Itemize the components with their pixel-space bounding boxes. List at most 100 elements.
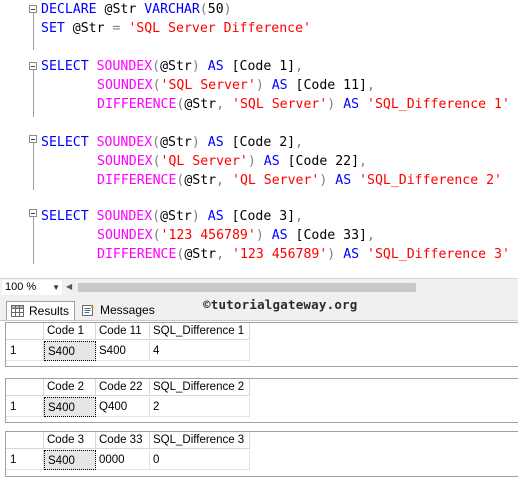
keyword: AS [263, 78, 296, 93]
function: SOUNDEX [97, 154, 153, 169]
code-line-declare[interactable]: DECLARE @Str VARCHAR(50) [41, 0, 232, 19]
alias: [Code 22] [287, 154, 360, 169]
results-panel: Code 1 Code 11 SQL_Difference 1 1 S400 S… [0, 321, 518, 477]
code-line-select-2[interactable]: SELECT SOUNDEX(@Str) AS [Code 2], [41, 133, 303, 152]
tab-messages[interactable]: Messages [78, 301, 155, 320]
code-line-select-1[interactable]: SELECT SOUNDEX(@Str) AS [Code 1], [41, 57, 303, 76]
grid-corner[interactable] [6, 379, 44, 396]
keyword: SELECT [41, 209, 97, 224]
fold-line [33, 12, 34, 50]
grid-corner[interactable] [6, 432, 44, 449]
watermark: ©tutorialgateway.org [203, 297, 358, 312]
alias: 'SQL_Difference 1' [367, 97, 510, 112]
variable: @Str [96, 2, 145, 17]
scroll-left-icon[interactable]: ◀ [66, 282, 73, 291]
paren: ( [176, 173, 185, 188]
string-literal: 'QL Server' [160, 154, 248, 169]
table-cell[interactable]: Q400 [96, 397, 150, 417]
keyword: VARCHAR [144, 2, 200, 17]
result-grid-2[interactable]: Code 2 Code 22 SQL_Difference 2 1 S400 Q… [5, 378, 518, 423]
comma: , [359, 154, 368, 169]
zoom-bar: 100 % ▼ ◀ [0, 278, 518, 296]
paren: ( [152, 59, 161, 74]
alias: [Code 33] [295, 228, 367, 243]
comma: , [295, 209, 304, 224]
variable: @Str [184, 247, 217, 262]
collapse-icon[interactable] [29, 62, 37, 70]
keyword: SET [41, 21, 65, 36]
tab-results-label: Results [29, 304, 70, 318]
message-icon [82, 304, 95, 316]
column-header[interactable]: Code 3 [44, 432, 96, 449]
row-number[interactable]: 1 [6, 341, 44, 361]
operator: = [112, 21, 121, 36]
column-header[interactable]: Code 33 [96, 432, 150, 449]
paren: ) [247, 154, 256, 169]
result-grid-1[interactable]: Code 1 Code 11 SQL_Difference 1 1 S400 S… [5, 322, 518, 367]
alias: [Code 3] [231, 209, 296, 224]
column-header[interactable]: SQL_Difference 2 [150, 379, 250, 396]
collapse-icon[interactable] [29, 135, 37, 143]
paren: ( [152, 209, 161, 224]
scrollbar-thumb[interactable] [78, 283, 416, 292]
column-header[interactable]: Code 22 [96, 379, 150, 396]
table-cell[interactable]: S400 [96, 341, 150, 361]
code-line-soundex-3[interactable]: SOUNDEX('123 456789') AS [Code 33], [97, 226, 375, 245]
variable: @Str [184, 97, 217, 112]
paren: ) [223, 2, 232, 17]
collapse-icon[interactable] [29, 5, 37, 13]
number: 50 [207, 2, 224, 17]
code-line-difference-2[interactable]: DIFFERENCE(@Str, 'QL Server') AS 'SQL_Di… [97, 171, 502, 190]
column-header[interactable]: Code 2 [44, 379, 96, 396]
grid-corner[interactable] [6, 323, 44, 340]
column-header[interactable]: Code 11 [96, 323, 150, 340]
zoom-select[interactable]: 100 % ▼ [2, 280, 62, 295]
table-cell[interactable]: 0 [150, 450, 250, 470]
comma: , [367, 78, 375, 93]
keyword: AS [335, 247, 368, 262]
keyword: AS [199, 209, 232, 224]
code-line-difference-3[interactable]: DIFFERENCE(@Str, '123 456789') AS 'SQL_D… [97, 245, 510, 264]
paren: ( [152, 78, 161, 93]
tab-messages-label: Messages [100, 303, 155, 317]
paren: ) [327, 97, 336, 112]
query-editor[interactable]: DECLARE @Str VARCHAR(50) SET @Str = 'SQL… [0, 0, 518, 278]
table-cell[interactable]: 4 [150, 341, 250, 361]
paren: ( [152, 154, 161, 169]
code-line-soundex-2[interactable]: SOUNDEX('QL Server') AS [Code 22], [97, 152, 367, 171]
string-literal: '123 456789' [232, 247, 328, 262]
paren: ( [152, 228, 161, 243]
column-header[interactable]: SQL_Difference 1 [150, 323, 250, 340]
tab-results[interactable]: Results [6, 301, 75, 320]
collapse-icon[interactable] [29, 209, 37, 217]
alias: 'SQL_Difference 2' [359, 173, 502, 188]
horizontal-scrollbar[interactable]: ◀ [66, 282, 516, 293]
result-grid-3[interactable]: Code 3 Code 33 SQL_Difference 3 1 S400 0… [5, 431, 518, 477]
column-header[interactable]: Code 1 [44, 323, 96, 340]
column-header[interactable]: SQL_Difference 3 [150, 432, 250, 449]
function: SOUNDEX [97, 78, 153, 93]
table-cell[interactable]: S400 [44, 397, 96, 417]
keyword: SELECT [41, 59, 97, 74]
string-literal: 'SQL Server' [232, 97, 328, 112]
code-line-soundex-1[interactable]: SOUNDEX('SQL Server') AS [Code 11], [97, 76, 375, 95]
variable: @Str [160, 135, 192, 150]
code-line-set[interactable]: SET @Str = 'SQL Server Difference' [41, 19, 311, 38]
table-cell[interactable]: 0000 [96, 450, 150, 470]
row-number[interactable]: 1 [6, 450, 44, 470]
alias: [Code 1] [231, 59, 296, 74]
code-line-difference-1[interactable]: DIFFERENCE(@Str, 'SQL Server') AS 'SQL_D… [97, 95, 510, 114]
string-literal: 'SQL Server Difference' [120, 21, 311, 36]
code-line-select-3[interactable]: SELECT SOUNDEX(@Str) AS [Code 3], [41, 207, 303, 226]
table-cell[interactable]: S400 [44, 341, 96, 361]
paren: ) [191, 59, 200, 74]
paren: ( [176, 97, 185, 112]
row-number[interactable]: 1 [6, 397, 44, 417]
table-cell[interactable]: S400 [44, 450, 96, 470]
function: DIFFERENCE [97, 173, 177, 188]
comma: , [295, 59, 304, 74]
paren: ) [319, 173, 328, 188]
grid-icon [11, 305, 24, 317]
variable: @Str [160, 209, 192, 224]
table-cell[interactable]: 2 [150, 397, 250, 417]
